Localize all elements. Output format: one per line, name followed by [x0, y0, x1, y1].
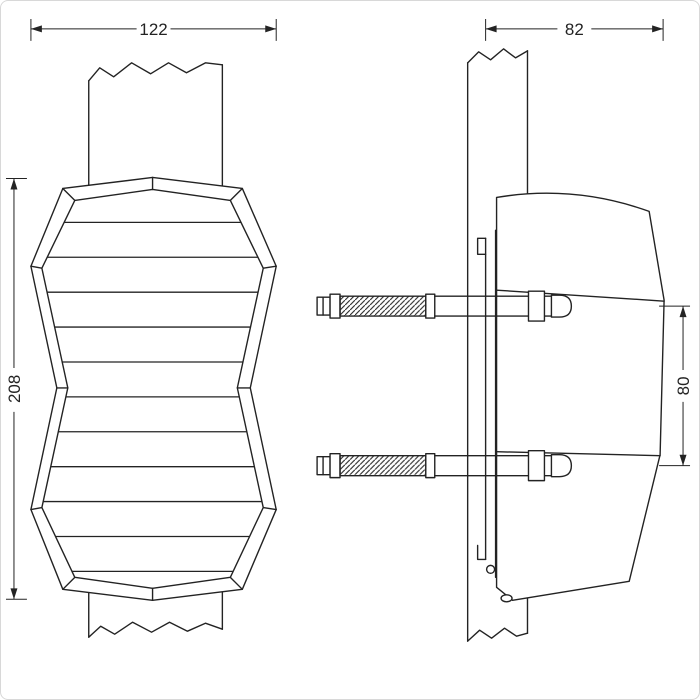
- plate-bottom-tab: [476, 544, 487, 561]
- clamp-bracket: [527, 290, 546, 322]
- clamp-screw-housing-left: [329, 293, 341, 319]
- dim-front-width-lines: [30, 18, 277, 41]
- arrow-left-icon: [30, 25, 42, 33]
- device-louvers: [41, 221, 264, 573]
- front-device-housing: [30, 176, 277, 601]
- side-pole-break-bottom-icon: [466, 627, 529, 642]
- clamp-screw-housing-right: [425, 293, 436, 319]
- dim-front-width: 122: [30, 18, 277, 41]
- front-pole: [88, 62, 224, 638]
- front-view: [30, 62, 277, 638]
- side-device-housing: [495, 192, 665, 601]
- plate-edges: [484, 229, 497, 579]
- clamp-upper: [316, 290, 573, 322]
- plate-top-tab: [476, 237, 487, 255]
- clamp-band-end-cap: [550, 294, 573, 318]
- dimension-annotations: 122 82 208 80: [5, 18, 693, 600]
- clamp-lower: [316, 450, 573, 482]
- dim-side-depth-lines: [485, 18, 664, 41]
- dim-label-front-height: 208: [5, 375, 24, 403]
- arrow-left-icon: [485, 25, 497, 33]
- plate-hook-detail: [485, 564, 496, 575]
- dim-label-front-width: 122: [139, 20, 167, 39]
- side-pole-lines: [466, 50, 529, 642]
- housing-bottom-screw: [500, 594, 513, 603]
- housing-side-outline: [495, 192, 665, 601]
- housing-panel-lines: [495, 289, 665, 457]
- dim-front-height: 208: [5, 177, 27, 600]
- front-pole-lines: [88, 64, 224, 638]
- arrow-right-icon: [652, 25, 664, 33]
- dim-mount-spacing: 80: [659, 305, 693, 467]
- side-view: [316, 48, 665, 642]
- pole-break-bottom-icon: [88, 621, 224, 638]
- clamp-worm-screw: [339, 295, 427, 317]
- arrow-down-icon: [679, 454, 687, 466]
- side-pole-break-top-icon: [466, 48, 529, 64]
- side-pole: [466, 48, 529, 642]
- dim-front-height-lines: [5, 177, 27, 600]
- clamp-band-end-cap: [550, 454, 573, 478]
- arrow-up-icon: [679, 306, 687, 318]
- arrow-down-icon: [10, 588, 18, 600]
- arrow-up-icon: [10, 178, 18, 190]
- mounting-plate: [476, 229, 513, 603]
- clamp-screw-housing-left: [329, 453, 341, 479]
- pole-break-top-icon: [88, 62, 224, 82]
- clamp-screw-housing-right: [425, 453, 436, 479]
- clamp-bracket: [527, 450, 546, 482]
- arrow-right-icon: [265, 25, 277, 33]
- dim-mount-spacing-lines: [659, 305, 691, 467]
- dim-side-depth: 82: [485, 18, 664, 41]
- device-facet-edges: [30, 176, 277, 601]
- dim-label-side-depth: 82: [565, 20, 584, 39]
- clamp-worm-screw: [339, 454, 427, 477]
- dim-label-mount-spacing: 80: [674, 376, 693, 395]
